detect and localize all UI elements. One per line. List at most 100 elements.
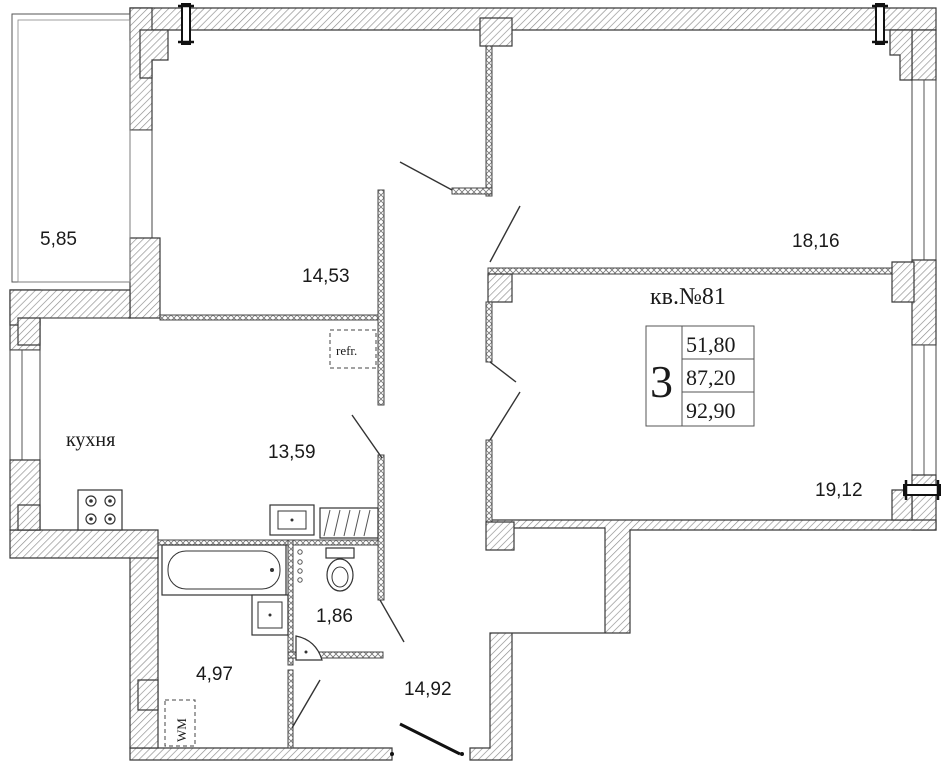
washing-machine-box	[164, 699, 196, 747]
stove-burner-dot-2	[108, 499, 112, 503]
living-area: 51,80	[686, 332, 736, 357]
partition-right-bedrooms-column	[487, 273, 513, 303]
wc-corner-sink	[295, 635, 323, 661]
stove	[77, 489, 123, 531]
bath-sink-drain	[268, 613, 272, 617]
kitchen-name: кухня	[66, 429, 115, 451]
corner-kitchen-bottom	[17, 504, 41, 531]
corner-top-right-bedroom	[889, 29, 913, 81]
bedroom-right-area: 19,12	[815, 480, 863, 501]
wc-pipe-dot-4	[297, 577, 303, 583]
partition-wc-bottom	[287, 651, 384, 659]
door-bath	[291, 679, 321, 729]
hall-area: 14,92	[404, 679, 452, 700]
window-marker-top-right	[875, 3, 885, 45]
stove-burner-3	[85, 513, 97, 525]
wc-corner-sink-drain	[304, 650, 308, 654]
wc-area: 1,86	[316, 606, 353, 627]
toilet-bowl	[326, 558, 354, 592]
partition-bedroom-left-vertical	[377, 189, 385, 406]
balcony-rail	[17, 19, 131, 283]
partition-bath-bottom-right	[287, 669, 294, 749]
wall-right-upper	[911, 29, 937, 81]
stove-burners	[85, 495, 116, 525]
bedroom-top-left-area: 14,53	[302, 266, 350, 287]
door-entrance	[399, 722, 461, 756]
radiator-fin-5	[363, 509, 371, 537]
partition-right-bedrooms	[487, 267, 915, 275]
door-kitchen	[351, 414, 383, 459]
bedroom-top-right-area: 18,16	[792, 231, 840, 252]
summary-box	[645, 325, 755, 427]
wall-top-column	[479, 17, 513, 47]
partition-bath-wc	[287, 539, 294, 666]
wall-balcony-side-lower	[129, 237, 161, 319]
corner-details	[17, 29, 913, 711]
corner-kitchen-top	[17, 317, 41, 346]
kitchen-sink-drain	[290, 518, 294, 522]
wc-pipe-dot-3	[297, 568, 303, 574]
kitchen-window-frame	[9, 349, 41, 461]
fridge-box	[329, 329, 377, 369]
wall-right-middle	[911, 259, 937, 346]
door-bedroom-right-lower	[489, 391, 521, 441]
door-top-middle	[399, 161, 453, 191]
apartment-summary: кв.№81 3 51,80 87,20 92,90	[645, 284, 755, 427]
door-wc	[379, 599, 405, 643]
toilet-seat	[331, 566, 349, 588]
radiator-fin-2	[333, 509, 341, 537]
wall-bottom-left	[129, 747, 393, 761]
wall-left-bathroom	[129, 539, 159, 749]
stove-burner-1	[85, 495, 97, 507]
balcony-door-frame	[129, 129, 153, 239]
balcony-area: 5,85	[40, 229, 77, 250]
rooms-count: 3	[650, 356, 673, 407]
wall-top	[129, 7, 937, 41]
corner-top-left-bedroom	[139, 29, 169, 79]
wc-pipe-dot-1	[297, 549, 303, 555]
wc-pipe-dot-2	[297, 559, 303, 565]
radiator-fin-3	[343, 509, 351, 537]
outer-walls	[9, 7, 937, 761]
window-markers	[178, 3, 941, 500]
radiator-fins	[323, 509, 371, 537]
window-marker-top-left	[181, 3, 191, 45]
apartment-number: кв.№81	[650, 284, 726, 310]
bathroom-area: 4,97	[196, 664, 233, 685]
wc-fixtures	[295, 547, 355, 661]
kitchen-fixtures: refr.	[77, 329, 379, 539]
stove-burner-dot-4	[108, 517, 112, 521]
wall-bottom-right	[469, 519, 937, 761]
doors	[40, 161, 521, 756]
bathroom-fixtures: WM	[161, 544, 289, 747]
wall-kitchen-bottom	[9, 529, 159, 559]
stove-burner-4	[104, 513, 116, 525]
wc-pipe-dots	[297, 549, 303, 583]
window-marker-right	[903, 484, 941, 496]
partition-bath-top	[157, 539, 381, 546]
kitchen-area: 13,59	[268, 442, 316, 463]
bathtub-drain	[270, 568, 274, 572]
partition-top-middle-stub	[451, 187, 493, 195]
stove-burner-2	[104, 495, 116, 507]
partition-right-vertical-lower	[485, 439, 493, 526]
interior-partitions	[157, 45, 915, 749]
washing-machine-label: WM	[174, 718, 189, 742]
room-labels: 14,53 18,16 кухня 13,59 19,12 1,86 4,97 …	[66, 231, 863, 700]
partition-right-bedrooms-column-right	[891, 261, 915, 303]
toilet-tank	[325, 547, 355, 559]
radiator-fin-1	[323, 509, 331, 537]
partition-bedroom-kitchen	[159, 314, 383, 321]
partition-wc-right	[377, 454, 385, 601]
door-entrance-hinge-left	[390, 752, 394, 756]
partition-right-bottom-column	[485, 521, 515, 551]
partition-top-middle-vertical	[485, 45, 493, 197]
radiator-fin-4	[353, 509, 361, 537]
bathtub-inner	[167, 550, 281, 590]
stove-burner-dots	[89, 499, 112, 521]
door-bedroom-top-right	[489, 205, 521, 263]
fridge-label: refr.	[336, 343, 357, 358]
total-area: 87,20	[686, 365, 736, 390]
door-bedroom-right-upper	[489, 361, 517, 383]
